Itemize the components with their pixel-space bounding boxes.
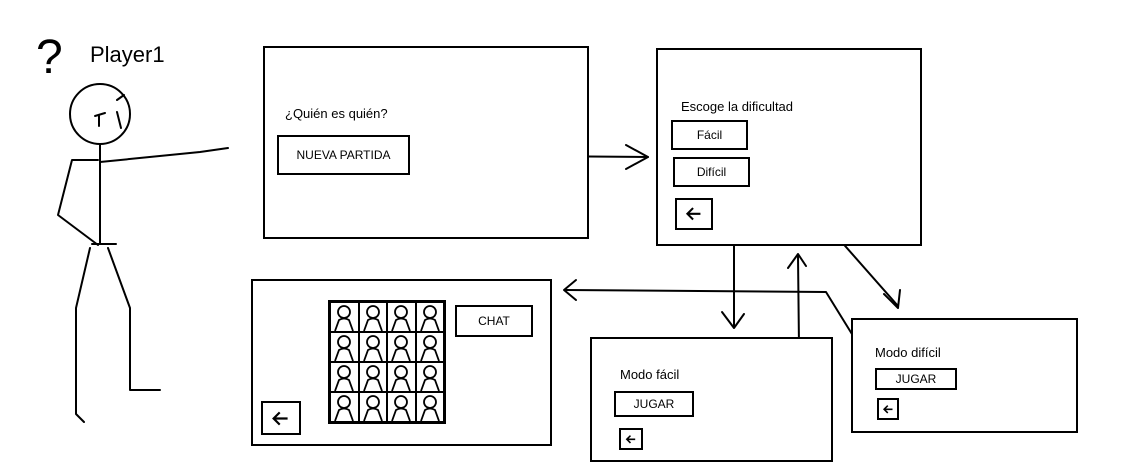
- arrow-left-icon: [625, 434, 636, 444]
- home-title: ¿Quién es quién?: [285, 106, 388, 121]
- home-screen: ¿Quién es quién? NUEVA PARTIDA: [263, 46, 589, 239]
- easy-mode-screen: Modo fácil JUGAR: [590, 337, 833, 462]
- easy-button[interactable]: Fácil: [671, 120, 748, 150]
- person-icon: [334, 305, 355, 331]
- chat-button[interactable]: CHAT: [455, 305, 533, 337]
- game-back-button[interactable]: [261, 401, 301, 435]
- character-card[interactable]: [330, 392, 359, 422]
- character-card[interactable]: [358, 362, 387, 392]
- person-icon: [362, 365, 383, 391]
- easy-mode-title: Modo fácil: [620, 367, 680, 382]
- character-card[interactable]: [415, 392, 444, 422]
- person-icon: [419, 365, 440, 391]
- character-card[interactable]: [415, 332, 444, 362]
- easy-back-button[interactable]: [619, 428, 643, 450]
- difficulty-screen: Escoge la dificultad Fácil Difícil: [656, 48, 922, 246]
- character-card[interactable]: [330, 362, 359, 392]
- character-card[interactable]: [415, 362, 444, 392]
- person-icon: [419, 335, 440, 361]
- character-card[interactable]: [387, 392, 416, 422]
- thought-question-mark: ?: [36, 31, 63, 84]
- character-card[interactable]: [358, 332, 387, 362]
- hard-mode-screen: Modo difícil JUGAR: [851, 318, 1078, 433]
- hard-play-button[interactable]: JUGAR: [875, 368, 957, 390]
- person-icon: [391, 395, 412, 421]
- person-icon: [419, 305, 440, 331]
- new-game-button[interactable]: NUEVA PARTIDA: [277, 135, 410, 175]
- person-icon: [391, 305, 412, 331]
- character-card[interactable]: [330, 332, 359, 362]
- character-card[interactable]: [387, 362, 416, 392]
- person-icon: [391, 365, 412, 391]
- person-icon: [419, 395, 440, 421]
- hard-mode-title: Modo difícil: [875, 345, 941, 360]
- character-card[interactable]: [358, 302, 387, 332]
- person-icon: [362, 305, 383, 331]
- arrow-left-icon: [686, 207, 701, 221]
- difficulty-title: Escoge la dificultad: [681, 99, 794, 114]
- character-card[interactable]: [330, 302, 359, 332]
- hard-back-button[interactable]: [877, 398, 899, 420]
- character-card[interactable]: [358, 392, 387, 422]
- stick-figure-player: [57, 83, 229, 423]
- character-card[interactable]: [387, 332, 416, 362]
- hard-button[interactable]: Difícil: [673, 157, 750, 187]
- character-card[interactable]: [387, 302, 416, 332]
- person-icon: [362, 335, 383, 361]
- character-card[interactable]: [415, 302, 444, 332]
- character-board: [328, 300, 446, 424]
- player-name: Player1: [90, 42, 165, 67]
- difficulty-back-button[interactable]: [675, 198, 713, 230]
- arrow-left-icon: [882, 404, 893, 414]
- person-icon: [334, 365, 355, 391]
- easy-play-button[interactable]: JUGAR: [614, 391, 694, 417]
- person-icon: [362, 395, 383, 421]
- person-icon: [391, 335, 412, 361]
- person-icon: [334, 395, 355, 421]
- arrow-left-icon: [272, 411, 288, 425]
- person-icon: [334, 335, 355, 361]
